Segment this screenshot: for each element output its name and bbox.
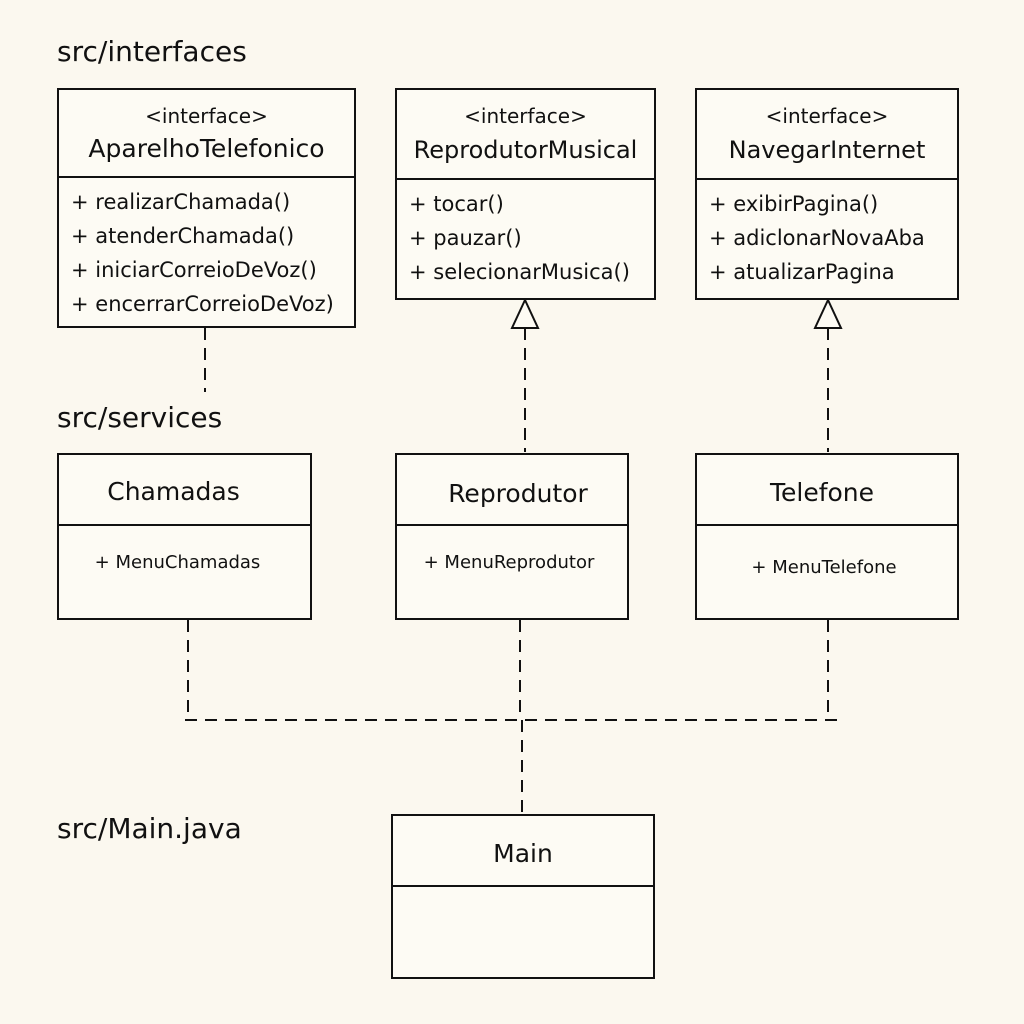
method-item: + encerrarCorreioDeVoz) <box>71 292 334 316</box>
section-label-services: src/services <box>57 401 223 434</box>
class-name: Chamadas <box>107 477 240 506</box>
class-members: + MenuReprodutor <box>397 526 627 620</box>
interface-name: NavegarInternet <box>728 136 926 164</box>
realization-arrowhead-reprodutor <box>510 297 540 329</box>
method-item: + iniciarCorreioDeVoz() <box>71 258 317 282</box>
class-header: Reprodutor <box>397 455 627 526</box>
interface-header: <interface> NavegarInternet <box>697 90 957 180</box>
interface-box-navegar-internet[interactable]: <interface> NavegarInternet + exibirPagi… <box>695 88 959 300</box>
class-member: + MenuChamadas <box>94 552 261 573</box>
interface-header: <interface> ReprodutorMusical <box>397 90 654 180</box>
interface-methods: + tocar() + pauzar() + selecionarMusica(… <box>397 180 654 289</box>
realization-arrowhead-telefone <box>813 297 843 329</box>
method-item: + adiclonarNovaAba <box>709 226 925 250</box>
section-label-interfaces: src/interfaces <box>57 35 247 68</box>
class-member: + MenuTelefone <box>751 557 897 578</box>
class-name: Telefone <box>769 478 875 507</box>
interface-box-reprodutor-musical[interactable]: <interface> ReprodutorMusical + tocar() … <box>395 88 656 300</box>
class-header: Chamadas <box>59 455 310 526</box>
interface-box-aparelho-telefonico[interactable]: <interface> AparelhoTelefonico + realiza… <box>57 88 356 328</box>
method-item: + selecionarMusica() <box>409 260 630 284</box>
class-header: Telefone <box>697 455 957 526</box>
method-item: + pauzar() <box>409 226 522 250</box>
method-item: + tocar() <box>409 192 504 216</box>
interface-methods: + realizarChamada() + atenderChamada() +… <box>59 178 354 321</box>
interface-stereotype: <interface> <box>145 104 268 128</box>
method-item: + atualizarPagina <box>709 260 895 284</box>
section-label-main: src/Main.java <box>57 812 242 845</box>
method-item: + exibirPagina() <box>709 192 879 216</box>
class-box-chamadas[interactable]: Chamadas + MenuChamadas <box>57 453 312 620</box>
class-box-main[interactable]: Main <box>391 814 655 979</box>
class-header: Main <box>393 816 653 887</box>
class-members-empty <box>393 887 653 979</box>
class-box-telefone[interactable]: Telefone + MenuTelefone <box>695 453 959 620</box>
interface-name: AparelhoTelefonico <box>88 134 325 163</box>
class-box-reprodutor[interactable]: Reprodutor + MenuReprodutor <box>395 453 629 620</box>
class-name: Reprodutor <box>448 479 588 508</box>
method-item: + realizarChamada() <box>71 190 291 214</box>
class-name: Main <box>493 839 553 868</box>
class-members: + MenuChamadas <box>59 526 310 620</box>
method-item: + atenderChamada() <box>71 224 295 248</box>
interface-header: <interface> AparelhoTelefonico <box>59 90 354 178</box>
interface-stereotype: <interface> <box>765 104 889 128</box>
interface-stereotype: <interface> <box>464 104 587 128</box>
class-members: + MenuTelefone <box>697 526 957 620</box>
interface-methods: + exibirPagina() + adiclonarNovaAba + at… <box>697 180 957 289</box>
interface-name: ReprodutorMusical <box>413 136 638 164</box>
class-member: + MenuReprodutor <box>423 552 595 573</box>
